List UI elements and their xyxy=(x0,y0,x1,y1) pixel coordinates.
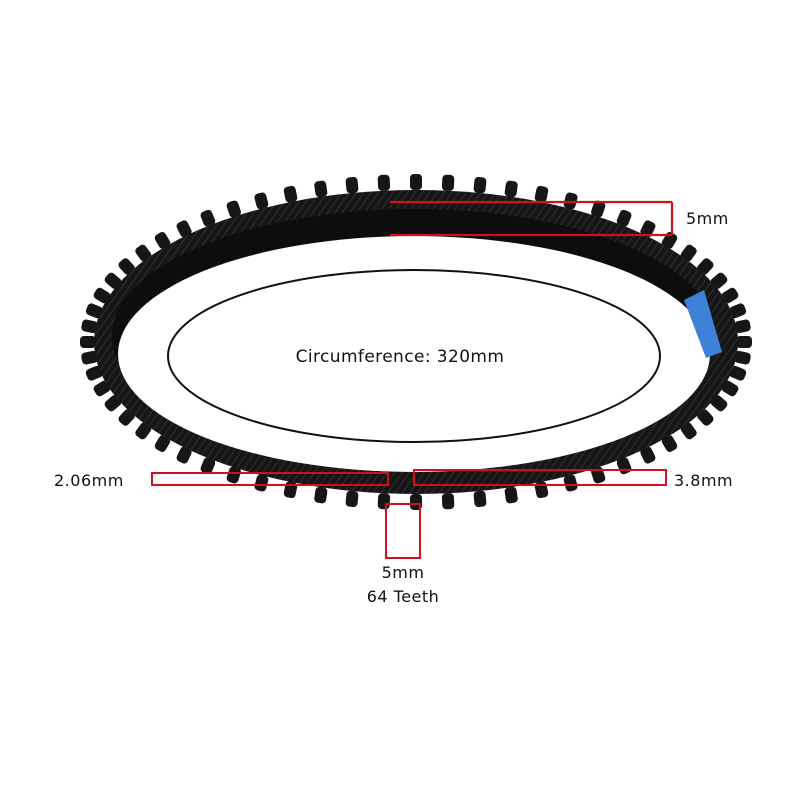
belt-tooth xyxy=(710,395,728,412)
belt-tooth xyxy=(377,493,391,510)
belt-tooth xyxy=(441,493,455,510)
width-label: 5mm xyxy=(686,209,729,228)
belt-tooth xyxy=(254,192,269,210)
belt-tooth xyxy=(93,287,111,304)
belt-tooth xyxy=(314,180,328,198)
belt-tooth xyxy=(504,180,518,198)
belt-tooth xyxy=(176,446,192,464)
belt-tooth xyxy=(729,365,747,381)
belt-tooth xyxy=(345,490,359,508)
tooth-height-label: 3.8mm xyxy=(674,471,733,490)
belt-tooth xyxy=(104,272,122,289)
belt-tooth xyxy=(640,446,656,464)
belt-tooth xyxy=(734,350,751,365)
belt-tooth xyxy=(81,350,98,365)
belt-tooth xyxy=(93,380,111,397)
belt-thickness-marker xyxy=(151,472,389,486)
width-marker xyxy=(390,200,674,237)
belt-tooth xyxy=(616,209,632,227)
belt-tooth xyxy=(640,220,656,238)
belt-tooth xyxy=(377,174,391,191)
belt-tooth xyxy=(697,258,714,275)
belt-tooth xyxy=(504,486,518,504)
belt-tooth xyxy=(661,232,678,249)
belt-tooth xyxy=(661,435,678,452)
belt-tooth xyxy=(710,272,728,289)
pitch-marker xyxy=(385,503,421,559)
belt-tooth xyxy=(441,174,455,191)
belt-teeth xyxy=(80,174,752,510)
circumference-outline xyxy=(167,269,661,443)
belt-tooth xyxy=(176,220,192,238)
belt-tooth xyxy=(473,490,487,508)
belt-tooth xyxy=(85,303,103,319)
belt-tooth xyxy=(283,481,298,499)
belt-tooth xyxy=(81,319,98,334)
belt-tooth xyxy=(563,474,578,492)
belt-tooth xyxy=(118,409,135,426)
belt-tooth xyxy=(680,422,697,440)
belt-tooth xyxy=(473,176,487,194)
belt-tooth xyxy=(734,319,751,334)
belt-tooth xyxy=(721,380,739,397)
belt-tooth xyxy=(697,409,714,426)
belt-tooth xyxy=(154,232,171,249)
belt-tooth xyxy=(345,176,359,194)
belt-tooth xyxy=(226,200,241,218)
belt-tooth xyxy=(200,457,216,475)
belt-tooth xyxy=(154,435,171,452)
belt-tooth xyxy=(85,365,103,381)
belt-tooth xyxy=(729,303,747,319)
belt-tooth xyxy=(80,336,96,348)
belt-inner-hole xyxy=(118,236,710,472)
belt-blue-tag xyxy=(684,290,722,358)
belt-tooth xyxy=(410,174,422,190)
belt-tooth xyxy=(254,474,269,492)
belt-tooth xyxy=(118,258,135,275)
belt-tooth xyxy=(736,336,752,348)
belt-tooth xyxy=(680,244,697,262)
belt-thickness-label: 2.06mm xyxy=(54,471,124,490)
belt-tooth xyxy=(534,481,549,499)
belt-tooth xyxy=(135,244,152,262)
belt-tooth xyxy=(226,466,241,484)
belt-tooth xyxy=(534,185,549,203)
belt-tooth xyxy=(104,395,122,412)
belt-tooth xyxy=(314,486,328,504)
tooth-height-marker xyxy=(413,469,667,486)
belt-tooth xyxy=(591,200,606,218)
timing-belt xyxy=(80,174,752,510)
teeth-count-label: 64 Teeth xyxy=(367,587,440,606)
belt-tooth xyxy=(135,422,152,440)
circumference-label: Circumference: 320mm xyxy=(296,347,505,367)
belt-tooth xyxy=(200,209,216,227)
pitch-label: 5mm xyxy=(382,563,425,582)
belt-tooth xyxy=(283,185,298,203)
belt-tooth xyxy=(721,287,739,304)
